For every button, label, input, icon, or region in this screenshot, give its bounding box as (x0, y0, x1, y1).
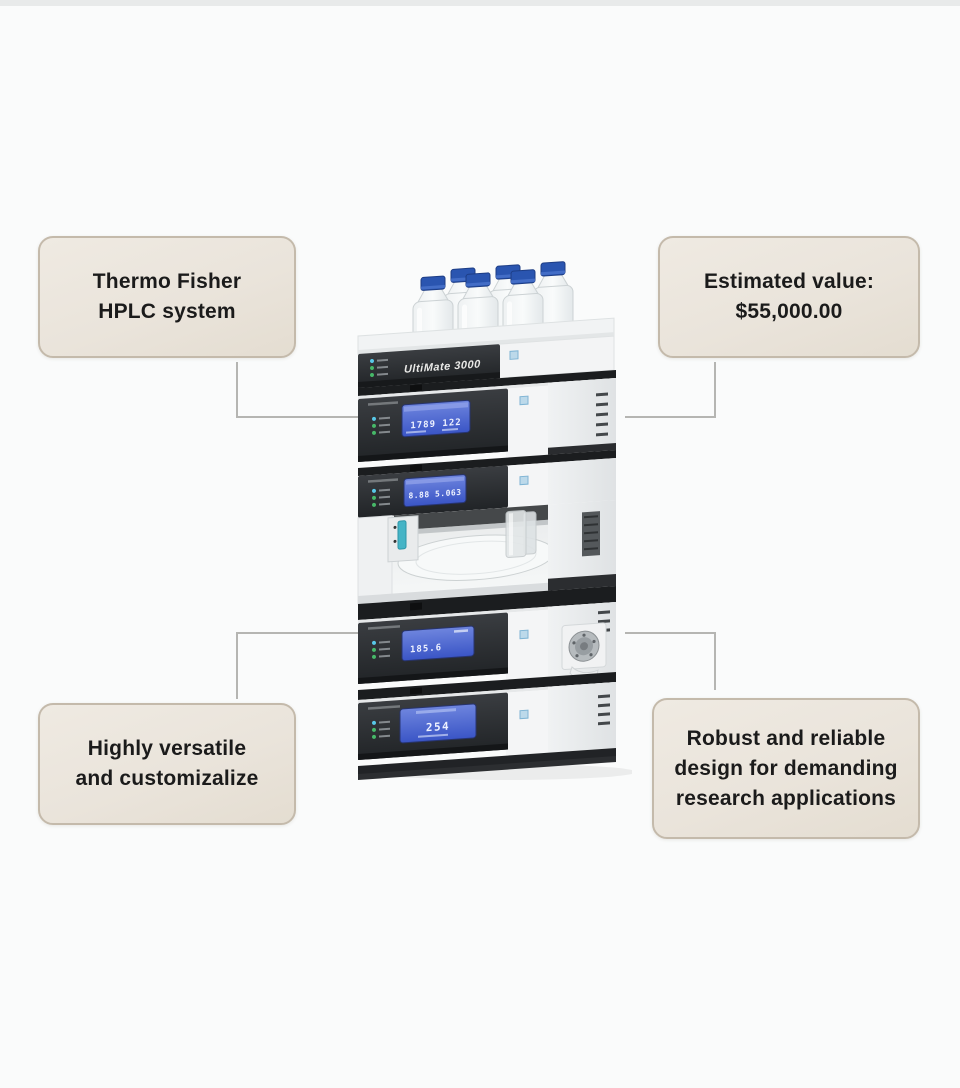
led-icon (372, 430, 376, 435)
callout-estimated-value: Estimated value: $55,000.00 (658, 236, 920, 358)
callout-robust-design: Robust and reliable design for demanding… (652, 698, 920, 839)
callout-line: and customizalize (75, 767, 259, 790)
pump-display-value: 1789 122 (410, 418, 461, 432)
brand-square-icon (519, 709, 529, 720)
connector-top-right (625, 362, 716, 418)
callout-line: Thermo Fisher (92, 270, 242, 293)
led-icon (370, 366, 374, 371)
autosampler-lcd-display: 8.88 5.063 (403, 474, 467, 508)
callout-line: research applications (675, 786, 897, 810)
needle-arm (387, 515, 419, 563)
module-solvent-rack: UltiMate 3000 (358, 335, 615, 388)
hplc-instrument-svg: UltiMate 3000 1789 122 (357, 261, 636, 780)
callout-line: HPLC system (98, 300, 236, 323)
module-column-compartment: 185.6 (358, 601, 616, 684)
led-icon (372, 647, 376, 652)
led-icon (372, 727, 376, 732)
detector-lcd-display: 254 (399, 703, 477, 744)
autosampler-display-value: 8.88 5.063 (408, 488, 461, 501)
solvent-bottles (412, 261, 574, 349)
brand-label: UltiMate 3000 (404, 358, 481, 375)
led-icon (370, 373, 374, 378)
brand-square-icon (509, 350, 519, 360)
brand-square-icon (519, 475, 529, 486)
callout-line: Estimated value: (703, 270, 875, 293)
module-autosampler: 8.88 5.063 (357, 457, 616, 605)
pump-lcd-display: 1789 122 (401, 399, 471, 438)
callout-versatile: Highly versatile and customizalize (38, 703, 296, 825)
column-lcd-display: 185.6 (401, 625, 475, 662)
callout-line: design for demanding (674, 756, 898, 780)
brand-square-icon (519, 629, 529, 640)
callout-line: $55,000.00 (735, 300, 843, 323)
led-icon (372, 502, 376, 507)
led-icon (372, 720, 376, 725)
callout-thermo-fisher: Thermo Fisher HPLC system (38, 236, 296, 358)
module-pump: 1789 122 (358, 377, 616, 462)
module-separator (358, 369, 616, 396)
injection-valve-icon (561, 622, 607, 681)
hplc-instrument-image: UltiMate 3000 1789 122 (356, 252, 636, 784)
callout-line: Robust and reliable (686, 726, 886, 750)
connector-bottom-right (625, 632, 716, 690)
led-icon (370, 359, 374, 364)
module-detector: 254 (358, 681, 616, 760)
glass-column-icon (505, 509, 537, 558)
led-icon (372, 640, 376, 645)
callout-line: Highly versatile (87, 737, 247, 760)
led-icon (372, 423, 376, 428)
autosampler-bay (357, 499, 616, 605)
column-display-value: 185.6 (410, 643, 442, 655)
brand-square-icon (519, 395, 529, 406)
led-icon (372, 495, 376, 500)
led-icon (372, 488, 376, 493)
tray-lip (358, 332, 614, 354)
module-separator (358, 449, 616, 476)
needle-icon (397, 520, 407, 550)
instrument-base (358, 747, 616, 776)
detector-display-value: 254 (426, 720, 450, 735)
page-top-strip (0, 0, 960, 6)
led-icon (372, 654, 376, 659)
vent-grille-icon (596, 392, 608, 397)
led-icon (372, 734, 376, 739)
module-separator (358, 671, 616, 700)
led-icon (372, 416, 376, 421)
module-separator (358, 585, 616, 620)
side-vent-icon (582, 511, 600, 557)
